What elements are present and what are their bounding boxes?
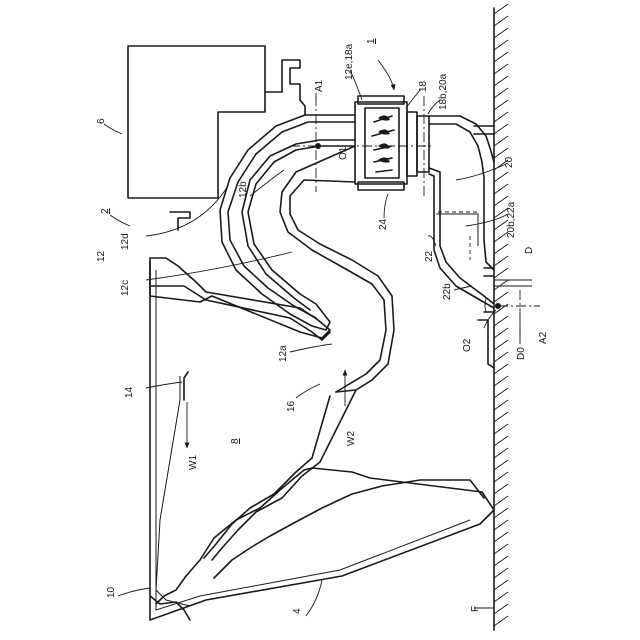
label-ref-18b-20a: 18b,20a [438,73,449,110]
tank-box-6 [128,46,265,198]
wall-hatch-line [494,244,508,254]
wall-hatch-line [494,352,508,362]
wall-hatch-line [494,184,508,194]
label-ref-4: 4 [292,608,303,614]
wall-hatch-line [494,532,508,542]
wall-hatch-line [494,124,508,134]
wall-hatch-line [494,136,508,146]
axis-lines [290,96,540,340]
wall-hatch-line [494,256,508,266]
wall-hatch-line [494,424,508,434]
label-ref-10: 10 [106,586,117,598]
label-axis-A2: A2 [538,331,549,344]
wall-hatch-line [494,268,508,278]
wall-hatch-line [494,400,508,410]
wall-hatch-line [494,544,508,554]
floor-wall [494,4,508,630]
wall-hatch-line [494,580,508,590]
wall-hatch-line [494,40,508,50]
label-axis-A1: A1 [314,79,325,92]
label-point-O2: O2 [462,338,473,352]
wall-hatch-line [494,448,508,458]
wall-hatch-line [494,340,508,350]
wall-hatch-line [494,328,508,338]
wall-hatch-line [494,112,508,122]
trap-passage-12 [220,115,394,392]
flow-arrows [184,370,345,448]
label-ref-14: 14 [124,386,135,398]
label-ref-2: 2 [100,208,111,214]
wall-hatch-line [494,484,508,494]
wall-hatch-line [494,4,508,14]
mounting-flange-top [170,60,305,230]
label-ref-20: 20 [504,156,515,168]
wall-hatch-line [494,412,508,422]
wall-hatch-line [494,28,508,38]
label-ref-1: 1 [366,38,377,44]
label-ref-18: 18 [418,80,429,92]
label-ref-12c: 12c [120,280,131,296]
wall-hatch-line [494,508,508,518]
wall-hatch-line [494,556,508,566]
wall-hatch-line [494,592,508,602]
label-flow-W1: W1 [188,455,199,470]
label-ref-12b: 12b [238,181,249,198]
label-ref-12d: 12d [120,233,131,250]
label-ref-20b-22a: 20b,22a [506,201,517,238]
wall-hatch-line [494,568,508,578]
label-ref-16: 16 [286,400,297,412]
reference-labels: 1 2 4 6 8 10 12 12a 12b 12c 12d 12e,18a … [96,38,549,614]
connector-18 [355,96,429,190]
label-ref-6: 6 [96,118,107,124]
label-dim-D: D [524,247,535,254]
wall-hatch-line [494,460,508,470]
wall-hatch-line [494,436,508,446]
label-ref-12: 12 [96,250,107,262]
label-ref-24: 24 [378,218,389,230]
wall-hatch-line [494,100,508,110]
label-ref-22: 22 [424,250,435,262]
label-ref-12a: 12a [278,345,289,362]
wall-hatch-line [494,388,508,398]
wall-hatch-line [494,52,508,62]
label-point-O1: O1 [338,146,349,160]
wall-hatch-line [494,316,508,326]
label-ref-12e-18a: 12e,18a [344,43,355,80]
wall-hatch-line [494,280,508,290]
wall-hatch-line [494,604,508,614]
wall-hatch-line [494,616,508,626]
discharge-pipe-20-22 [429,116,494,368]
label-flow-W2: W2 [346,431,357,446]
wall-hatch-line [494,520,508,530]
label-floor-F: F [470,606,481,612]
wall-hatch-line [494,292,508,302]
wall-hatch-line [494,148,508,158]
label-dim-D0: D0 [516,347,527,360]
wall-hatch-line [494,76,508,86]
label-ref-8: 8 [230,438,241,444]
wall-hatch-line [494,472,508,482]
wall-hatch-line [494,496,508,506]
wall-hatch-line [494,16,508,26]
wall-hatch-line [494,376,508,386]
label-ref-22b: 22b [442,283,453,300]
wall-hatch-line [494,88,508,98]
wall-hatch-line [494,64,508,74]
wall-hatch-line [494,364,508,374]
wall-hatch-line [494,172,508,182]
